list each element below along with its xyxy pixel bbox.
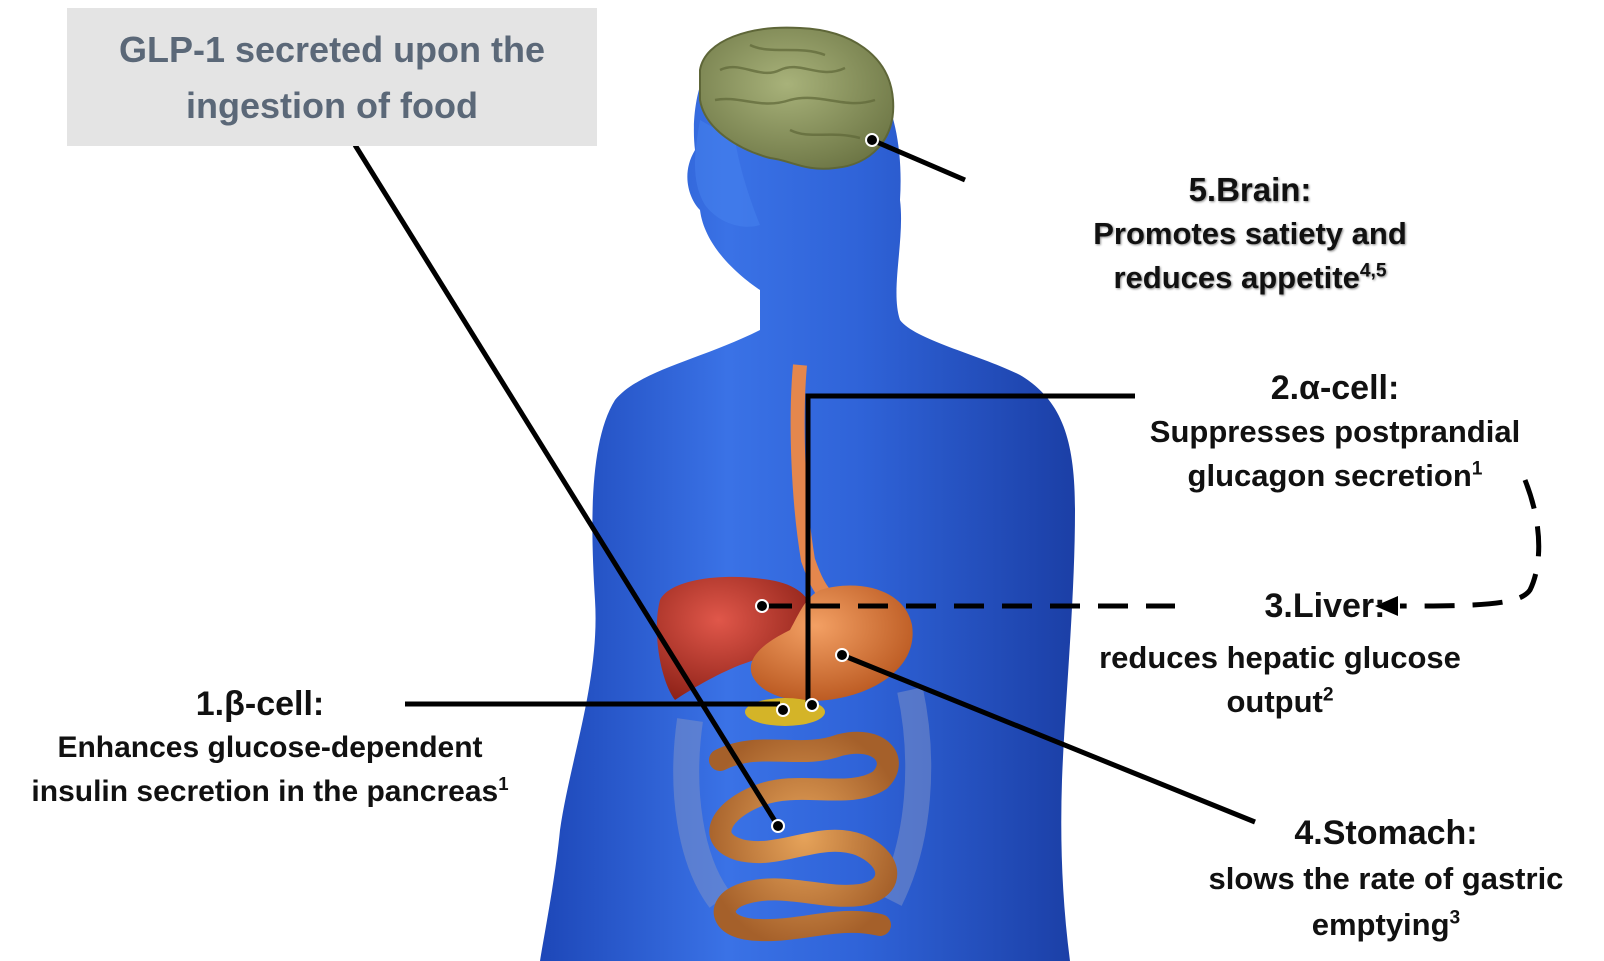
brain-label: 5.Brain: Promotes satiety and reduces ap… [1060,168,1440,300]
liver-reference: 2 [1323,685,1334,706]
alpha-cell-text-line-2: glucagon secretion1 [1140,454,1530,498]
liver-text-line-2: output2 [1090,680,1470,724]
liver-text-line-1: reduces hepatic glucose [1090,636,1470,680]
title-box: GLP-1 secreted upon the ingestion of foo… [67,8,597,146]
stomach-text-line-1: slows the rate of gastric [1196,856,1576,902]
brain-text-line-2: reduces appetite4,5 [1060,256,1440,300]
alpha-cell-text-line-1: Suppresses postprandial [1140,410,1530,454]
liver-text-line-2-text: output [1226,684,1322,719]
brain-heading: 5.Brain: [1060,168,1440,212]
stomach-label: 4.Stomach: slows the rate of gastric emp… [1196,810,1576,948]
title-line-2: ingestion of food [67,78,597,134]
pancreas-beta-dot [777,704,789,716]
brain-text-line-1: Promotes satiety and [1060,212,1440,256]
stomach-dot [836,649,848,661]
brain-reference: 4,5 [1360,261,1387,282]
stomach-reference: 3 [1450,908,1461,929]
liver-heading: 3.Liver: [1180,584,1470,628]
alpha-cell-text-line-2-text: glucagon secretion [1188,458,1472,493]
liver-dot [756,600,768,612]
stomach-text-line-2-text: emptying [1312,907,1450,942]
beta-cell-text-line-2-text: insulin secretion in the pancreas [31,775,498,808]
alpha-cell-reference: 1 [1472,459,1483,480]
liver-label: 3.Liver: reduces hepatic glucose output2 [1090,584,1470,724]
beta-cell-text-line-2: insulin secretion in the pancreas1 [10,770,530,814]
alpha-cell-heading: 2.α-cell: [1140,366,1530,410]
beta-cell-label: 1.β-cell: Enhances glucose-dependent ins… [10,682,530,814]
stomach-heading: 4.Stomach: [1196,810,1576,856]
beta-cell-heading: 1.β-cell: [0,682,530,726]
brain-dot [866,134,878,146]
beta-cell-reference: 1 [498,773,508,794]
intestine-dot [772,820,784,832]
pancreas-alpha-dot [806,699,818,711]
alpha-cell-label: 2.α-cell: Suppresses postprandial glucag… [1140,366,1530,498]
title-line-1: GLP-1 secreted upon the [67,22,597,78]
stomach-text-line-2: emptying3 [1196,902,1576,948]
beta-cell-text-line-1: Enhances glucose-dependent [10,726,530,770]
brain-text-line-2-text: reduces appetite [1113,260,1359,295]
